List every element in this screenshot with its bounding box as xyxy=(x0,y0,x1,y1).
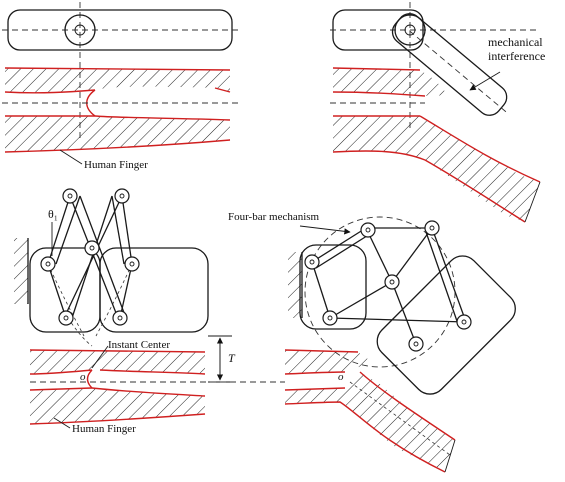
hinge-pin xyxy=(64,14,96,46)
interference-label: interference xyxy=(488,49,545,63)
hinge-bar-rotated-base xyxy=(332,9,424,51)
finger-upper-band xyxy=(5,68,230,93)
housing-right xyxy=(99,247,209,333)
four-bar-envelope-circle xyxy=(304,216,456,368)
hinge-bar xyxy=(7,9,233,51)
finger-lower-band-right xyxy=(333,116,540,222)
panel-top-left: Human Finger xyxy=(2,2,238,171)
mechanical-label: mechanical xyxy=(488,35,543,49)
instant-center-label: Instant Center xyxy=(108,339,170,351)
housing-rotated-left xyxy=(299,244,367,330)
finger-lower-band xyxy=(5,116,230,152)
human-finger-label-top: Human Finger xyxy=(84,159,148,171)
o-point-left: o xyxy=(80,371,86,383)
panel-bottom-right: Four-bar mechanism o xyxy=(228,211,516,473)
human-finger-label-bottom: Human Finger xyxy=(72,423,136,435)
housing-rotated-right xyxy=(376,255,516,395)
panel-bottom-left: θ₁ T o Instant Center Human Finger xyxy=(14,188,285,435)
theta-label: θ₁ xyxy=(48,207,58,221)
t-dimension-label: T xyxy=(228,351,236,365)
svg-text:mechanical interference: mechanical interference xyxy=(488,35,546,63)
finger-upper-band-right xyxy=(333,68,448,96)
panel-top-right: mechanical interference xyxy=(330,2,546,223)
four-bar-mechanism-label: Four-bar mechanism xyxy=(228,211,320,223)
o-point-right: o xyxy=(338,371,344,383)
